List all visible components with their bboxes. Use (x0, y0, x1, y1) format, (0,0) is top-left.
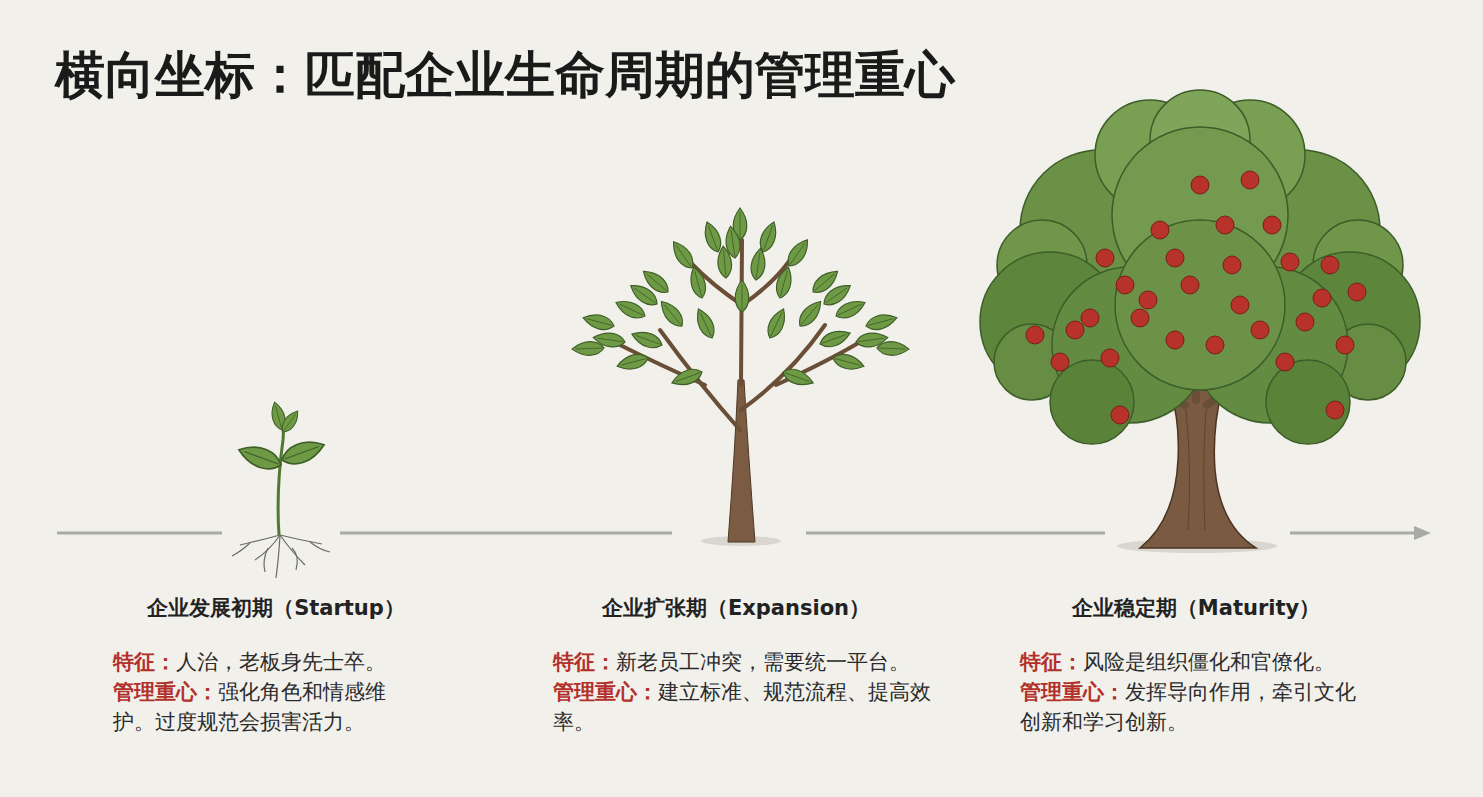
feature-tag: 特征： (113, 650, 176, 674)
stage-heading: 企业稳定期（Maturity） (1072, 593, 1320, 623)
focus-tag: 管理重心： (553, 680, 658, 704)
feature-line: 特征：人治，老板身先士卒。 (113, 647, 405, 677)
focus-line: 管理重心：发挥导向作用，牵引文化创新和学习创新。 (1020, 677, 1360, 737)
stage-description: 特征：人治，老板身先士卒。管理重心：强化角色和情感维护。过度规范会损害活力。 (113, 647, 405, 737)
focus-line: 管理重心：建立标准、规范流程、提高效率。 (553, 677, 935, 737)
diagram-title: 横向坐标：匹配企业生命周期的管理重心 (55, 44, 955, 106)
stage-description: 特征：风险是组织僵化和官僚化。管理重心：发挥导向作用，牵引文化创新和学习创新。 (1020, 647, 1360, 737)
feature-text: 新老员工冲突，需要统一平台。 (616, 650, 910, 674)
fruit-tree-figure (980, 90, 1420, 553)
feature-text: 风险是组织僵化和官僚化。 (1083, 650, 1335, 674)
sprout-figure (232, 401, 330, 578)
feature-text: 人治，老板身先士卒。 (176, 650, 386, 674)
feature-line: 特征：新老员工冲突，需要统一平台。 (553, 647, 935, 677)
axis-arrowhead (1414, 526, 1431, 540)
focus-tag: 管理重心： (1020, 680, 1125, 704)
focus-line: 管理重心：强化角色和情感维护。过度规范会损害活力。 (113, 677, 405, 737)
feature-tag: 特征： (553, 650, 616, 674)
feature-tag: 特征： (1020, 650, 1083, 674)
young-tree-figure (572, 208, 909, 546)
stage-heading: 企业发展初期（Startup） (147, 593, 405, 623)
feature-line: 特征：风险是组织僵化和官僚化。 (1020, 647, 1360, 677)
stage-heading: 企业扩张期（Expansion） (602, 593, 870, 623)
focus-tag: 管理重心： (113, 680, 218, 704)
stage-description: 特征：新老员工冲突，需要统一平台。管理重心：建立标准、规范流程、提高效率。 (553, 647, 935, 737)
